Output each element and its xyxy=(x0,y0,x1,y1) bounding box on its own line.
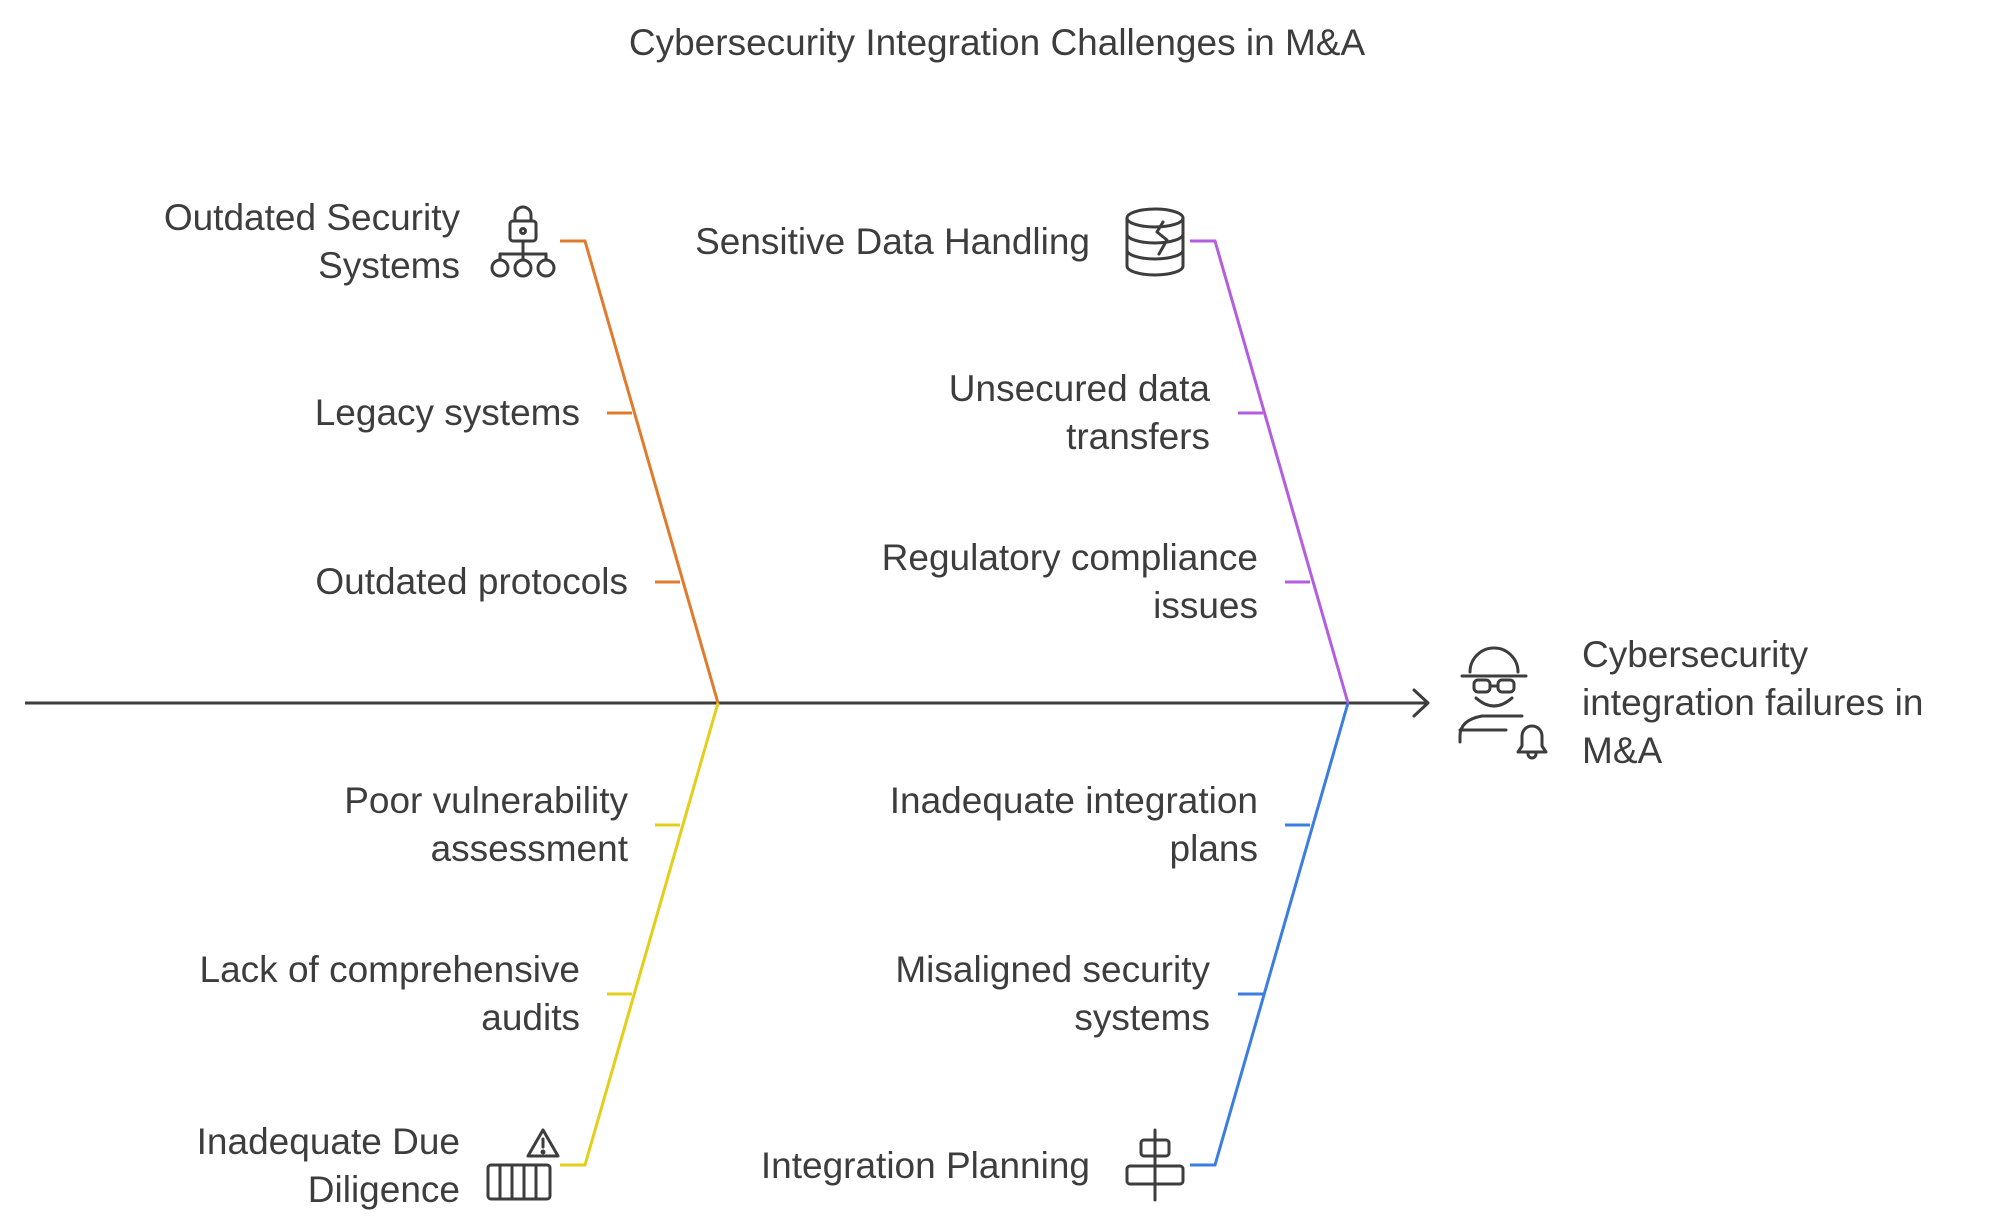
cause-label-legacy-systems: Legacy systems xyxy=(314,392,580,433)
cause-label-regulatory-compliance-issues: Regulatory compliance issues xyxy=(881,537,1258,626)
cause-label-unsecured-data-transfers: Unsecured data transfers xyxy=(948,368,1210,457)
cause-label-inadequate-integration-plans: Inadequate integration plans xyxy=(889,780,1258,869)
bone-integration-planning xyxy=(1190,702,1350,1167)
cause-label-misaligned-security-systems: Misaligned security systems xyxy=(895,949,1210,1038)
cause-label-lack-of-comprehensive-audits: Lack of comprehensive audits xyxy=(199,949,580,1038)
diagram-title: Cybersecurity Integration Challenges in … xyxy=(628,22,1366,63)
bone-sensitive-data-handling xyxy=(1190,239,1350,704)
hacker-alert-icon xyxy=(1458,646,1548,760)
effect-label: Cybersecurity integration failures in M&… xyxy=(1582,634,1924,771)
bone-outdated-security-systems xyxy=(560,239,720,704)
bone-inadequate-due-diligence xyxy=(560,702,720,1167)
cause-label-poor-vulnerability-assessment: Poor vulnerability assessment xyxy=(344,780,628,869)
warning-barrier-icon xyxy=(486,1128,560,1201)
category-label-integration-planning: Integration Planning xyxy=(760,1145,1090,1186)
cause-label-outdated-protocols: Outdated protocols xyxy=(315,561,628,602)
align-center-icon xyxy=(1125,1128,1185,1202)
spine-arrowhead xyxy=(1412,688,1430,718)
category-label-sensitive-data-handling: Sensitive Data Handling xyxy=(695,221,1090,262)
category-label-inadequate-due-diligence: Inadequate Due Diligence xyxy=(196,1121,460,1210)
security-network-icon xyxy=(490,205,556,278)
database-icon xyxy=(1125,207,1185,277)
category-label-outdated-security-systems: Outdated Security Systems xyxy=(163,197,460,286)
